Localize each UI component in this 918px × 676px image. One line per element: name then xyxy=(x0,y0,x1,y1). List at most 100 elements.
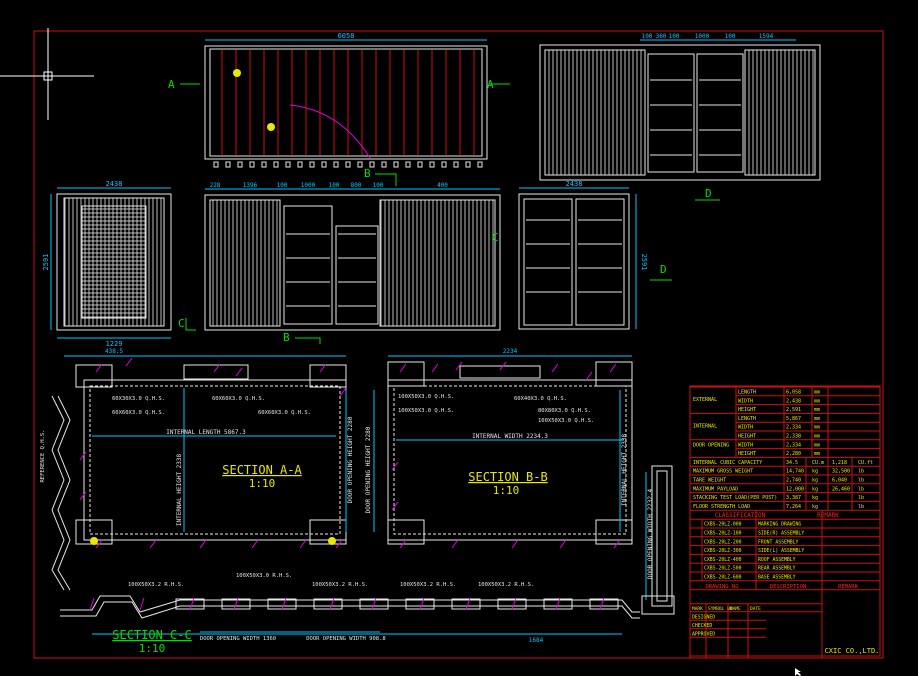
capacity-unit: kg xyxy=(812,486,818,492)
dim-left-width: 2438 xyxy=(106,180,123,188)
dim-right-top: 1594 xyxy=(759,33,774,40)
view-label-c-bottom: C xyxy=(178,317,185,330)
label-internal-length: INTERNAL LENGTH 5867.3 xyxy=(166,429,246,436)
dim-section-a-top: 438.5 xyxy=(105,348,123,355)
dim-right-width: 2438 xyxy=(566,180,583,188)
drawing-description: FRONT ASSEMBLY xyxy=(758,539,799,545)
title-column: MARK xyxy=(692,606,703,612)
callout-rhs-b4: 80X80X3.0 Q.H.S. xyxy=(538,408,591,414)
capacity-unit-imperial: lb xyxy=(858,495,864,501)
section-c-c[interactable]: 100X50X3.0 R.H.S. 100X50X3.2 R.H.S. 100X… xyxy=(60,573,640,655)
callout-rhs-b5: 100X50X3.0 Q.H.S. xyxy=(538,418,594,424)
label-left-rail: REFERENCE Q.H.S. xyxy=(40,430,46,483)
spec-value: 2,438 xyxy=(786,398,801,404)
classification-header: CLASSIFICATION xyxy=(715,512,766,519)
capacity-item: MAXIMUM PAYLOAD xyxy=(693,486,738,492)
drawing-frame xyxy=(33,30,884,659)
drawing-number: CXBS-20LZ-100 xyxy=(704,531,742,537)
callout-rhs-a3: 60X60X3.0 Q.H.S. xyxy=(212,396,265,402)
mouse-cursor-icon xyxy=(795,668,801,676)
spec-group: DOOR OPENING xyxy=(693,442,729,448)
dim-right-height: 2591 xyxy=(640,254,648,271)
capacity-value: 7,264 xyxy=(786,504,801,510)
callout-rhs-c5: 100X50X3.2 R.H.S. xyxy=(478,582,534,588)
left-end-view[interactable]: 2438 2591 1229 xyxy=(42,180,172,348)
dim-front-segment: 800 xyxy=(351,182,362,189)
spec-value: 2,591 xyxy=(786,407,801,413)
section-b-scale: 1:10 xyxy=(493,484,520,497)
dim-right-top: 100 xyxy=(725,33,736,40)
capacity-value: 12,000 xyxy=(786,486,804,492)
drawing-number: CXBS-20LZ-600 xyxy=(704,575,742,581)
dim-front-segment: 100 xyxy=(373,182,384,189)
section-a-title: SECTION A-A xyxy=(222,463,302,477)
drawing-description: SIDE(L) ASSEMBLY xyxy=(758,548,804,554)
section-a-scale: 1:10 xyxy=(249,477,276,490)
drawing-description: ROOF ASSEMBLY xyxy=(758,557,796,563)
signoff-label: APPROVED xyxy=(692,631,715,637)
view-label-d-right: D xyxy=(660,263,667,276)
dim-front-segment: 100 xyxy=(277,182,288,189)
dim-right-top: 100 xyxy=(642,33,653,40)
footer-remark: REMARK xyxy=(838,584,859,590)
section-b-b[interactable]: INTERNAL WIDTH 2234.3 DOOR OPENING HEIGH… xyxy=(365,348,654,600)
callout-rhs-c1: 100X50X3.0 R.H.S. xyxy=(236,573,292,579)
capacity-unit: kg xyxy=(812,469,818,475)
section-a-a[interactable]: INTERNAL LENGTH 5867.3 INTERNAL HEIGHT 2… xyxy=(64,348,354,549)
capacity-item: MAXIMUM GROSS WEIGHT xyxy=(693,469,753,475)
spec-value: 5,867 xyxy=(786,416,801,422)
dim-front-segment: 228 xyxy=(210,182,221,189)
signoff-label: CHECKED xyxy=(692,623,712,629)
capacity-unit-imperial: lb xyxy=(858,478,864,484)
spec-item: HEIGHT xyxy=(738,451,756,457)
capacity-value: 2,740 xyxy=(786,478,801,484)
view-label-b-top: B xyxy=(364,167,371,180)
drawing-number: CXBS-20LZ-400 xyxy=(704,557,742,563)
view-label-c-right: C xyxy=(492,231,499,244)
signoff-label: DESIGNED xyxy=(692,614,715,620)
section-b-title: SECTION B-B xyxy=(468,470,547,484)
title-column: SYMBOL NO xyxy=(708,606,733,612)
callout-rhs-b1: 100X50X3.0 Q.H.S. xyxy=(398,394,454,400)
dim-right-top: 100 xyxy=(669,33,680,40)
drawing-description: SIDE(R) ASSEMBLY xyxy=(758,531,804,537)
spec-value: 6,058 xyxy=(786,390,801,396)
dim-front-segment: 100 xyxy=(329,182,340,189)
top-view[interactable]: 6058 xyxy=(204,32,488,168)
spec-item: HEIGHT xyxy=(738,434,756,440)
callout-rhs-c3: 100X50X3.2 R.H.S. xyxy=(312,582,368,588)
footer-description: DESCRIPTION xyxy=(770,584,806,590)
spec-group: INTERNAL xyxy=(693,423,717,429)
dim-section-c-total: 1684 xyxy=(529,637,544,644)
capacity-item: STACKING TEST LOAD(PER POST) xyxy=(693,495,777,501)
capacity-unit: kg xyxy=(812,504,818,510)
capacity-value: 3,387 xyxy=(786,495,801,501)
label-door-height-b: DOOR OPENING HEIGHT 2280 xyxy=(365,426,372,513)
label-door-opening-c1: DOOR OPENING WIDTH 1360 xyxy=(200,636,276,642)
capacity-unit: kg xyxy=(812,495,818,501)
spec-value: 2,338 xyxy=(786,434,801,440)
capacity-value: 14,740 xyxy=(786,469,804,475)
spec-item: LENGTH xyxy=(738,390,756,396)
dim-right-top: 1000 xyxy=(695,33,710,40)
section-c-title: SECTION C-C xyxy=(112,628,191,642)
spec-item: LENGTH xyxy=(738,416,756,422)
dim-front-segment: 1396 xyxy=(243,182,258,189)
right-end-view[interactable]: 2438 2591 xyxy=(518,180,648,330)
capacity-unit-imperial: lb xyxy=(858,469,864,475)
drawing-number: CXBS-20LZ-300 xyxy=(704,548,742,554)
spec-item: WIDTH xyxy=(738,425,753,431)
spec-unit: mm xyxy=(814,390,820,396)
footer-drawing-no: DRAWING NO xyxy=(705,584,738,590)
title-column: NAME xyxy=(730,606,741,612)
dim-left-height: 2591 xyxy=(42,254,50,271)
right-post-profile xyxy=(641,465,675,615)
callout-rhs-c4: 100X50X3.2 R.H.S. xyxy=(400,582,456,588)
capacity-item: FLOOR STRENGTH LOAD xyxy=(693,504,750,510)
spec-item: WIDTH xyxy=(738,442,753,448)
dim-front-segment: 1000 xyxy=(301,182,316,189)
